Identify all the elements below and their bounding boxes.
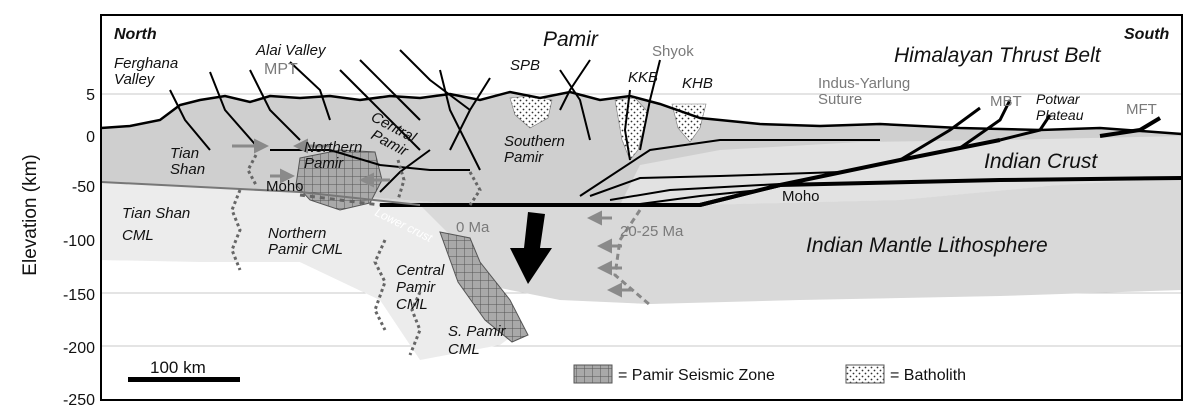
label-potwar: Potwar bbox=[1036, 91, 1081, 107]
label-s-pamir-cml-1: S. Pamir bbox=[448, 323, 507, 340]
label-pamir: Pamir bbox=[543, 28, 599, 51]
label-central-pamir-cml-1: Central bbox=[396, 262, 445, 279]
y-axis-ticks: 5 0 -50 -100 -150 -200 -250 bbox=[63, 87, 95, 409]
moho-dashed bbox=[299, 193, 381, 207]
batholith-swatch bbox=[845, 364, 885, 384]
label-tian: Tian bbox=[170, 145, 199, 162]
twenty-ma-boundary bbox=[613, 209, 651, 307]
pamir-faults bbox=[169, 49, 661, 193]
batholith-shape bbox=[671, 103, 707, 143]
label-twenty-ma: 20-25 Ma bbox=[620, 223, 684, 240]
label-s-pamir-cml-2: CML bbox=[448, 341, 480, 358]
scale-bar-label: 100 km bbox=[150, 358, 206, 377]
plot-frame bbox=[100, 14, 1183, 401]
legend-seismic-label: = Pamir Seismic Zone bbox=[618, 367, 775, 384]
label-southern-pamir-2: Pamir bbox=[504, 149, 544, 166]
flow-arrows bbox=[232, 138, 632, 298]
tick-minus-100: -100 bbox=[63, 233, 95, 250]
tick-minus-50: -50 bbox=[72, 179, 95, 196]
cml-boundaries bbox=[230, 154, 482, 356]
label-northern-pamir-2: Pamir bbox=[304, 155, 344, 172]
label-tian-shan-cml-2: CML bbox=[122, 227, 154, 244]
tick-minus-150: -150 bbox=[63, 287, 95, 304]
y-axis-label: Elevation (km) bbox=[20, 154, 41, 275]
tick-5: 5 bbox=[86, 87, 95, 104]
label-northern-pamir-cml-1: Northern bbox=[268, 225, 326, 242]
seismic-zone-swatch bbox=[573, 364, 613, 384]
label-northern-pamir-cml-2: Pamir CML bbox=[268, 241, 343, 258]
region-labels: North South Pamir Himalayan Thrust Belt … bbox=[114, 26, 1170, 358]
label-zero-ma: 0 Ma bbox=[456, 219, 490, 236]
label-north: North bbox=[114, 26, 157, 43]
label-spb: SPB bbox=[510, 57, 540, 74]
label-central-pamir-cml-2: Pamir bbox=[396, 279, 436, 296]
label-indian-mantle: Indian Mantle Lithosphere bbox=[806, 234, 1048, 257]
label-indus-yarlung: Indus-Yarlung bbox=[818, 75, 910, 92]
label-moho-left: Moho bbox=[266, 178, 304, 195]
seismic-zone-slab bbox=[439, 231, 529, 343]
label-southern-pamir-1: Southern bbox=[504, 133, 565, 150]
label-ferghana: Ferghana bbox=[114, 55, 178, 72]
label-khb: KHB bbox=[682, 75, 713, 92]
label-mpt: MPT bbox=[264, 61, 298, 78]
big-subduction-arrow bbox=[510, 212, 552, 284]
label-south: South bbox=[1124, 26, 1170, 43]
label-valley: Valley bbox=[114, 71, 156, 88]
label-suture: Suture bbox=[818, 91, 862, 108]
label-mbt: MBT bbox=[990, 93, 1022, 110]
label-moho-right: Moho bbox=[782, 188, 820, 205]
label-central-pamir-cml-3: CML bbox=[396, 296, 428, 313]
label-indian-crust: Indian Crust bbox=[984, 150, 1098, 173]
indian-crust-region bbox=[620, 136, 1182, 205]
label-alai-valley: Alai Valley bbox=[255, 42, 327, 59]
label-himalayan-thrust-belt: Himalayan Thrust Belt bbox=[894, 44, 1102, 67]
label-kkb: KKB bbox=[628, 69, 658, 86]
label-northern-pamir-1: Northern bbox=[304, 139, 362, 156]
scale-bar: 100 km bbox=[128, 358, 240, 382]
label-plateau: Plateau bbox=[1036, 107, 1084, 123]
legend-batholith-label: = Batholith bbox=[890, 367, 966, 384]
label-tian-shan-cml-1: Tian Shan bbox=[122, 205, 190, 222]
legend: = Pamir Seismic Zone = Batholith bbox=[573, 364, 966, 384]
tick-0: 0 bbox=[86, 129, 95, 146]
label-shan: Shan bbox=[170, 161, 205, 178]
label-shyok: Shyok bbox=[652, 43, 694, 60]
tick-minus-250: -250 bbox=[63, 392, 95, 409]
subducting-slab bbox=[250, 185, 520, 360]
tick-minus-200: -200 bbox=[63, 340, 95, 357]
scale-bar-line bbox=[128, 377, 240, 382]
label-mft: MFT bbox=[1126, 101, 1157, 118]
topography-line bbox=[101, 90, 1182, 136]
base-of-crust-line bbox=[101, 181, 421, 206]
